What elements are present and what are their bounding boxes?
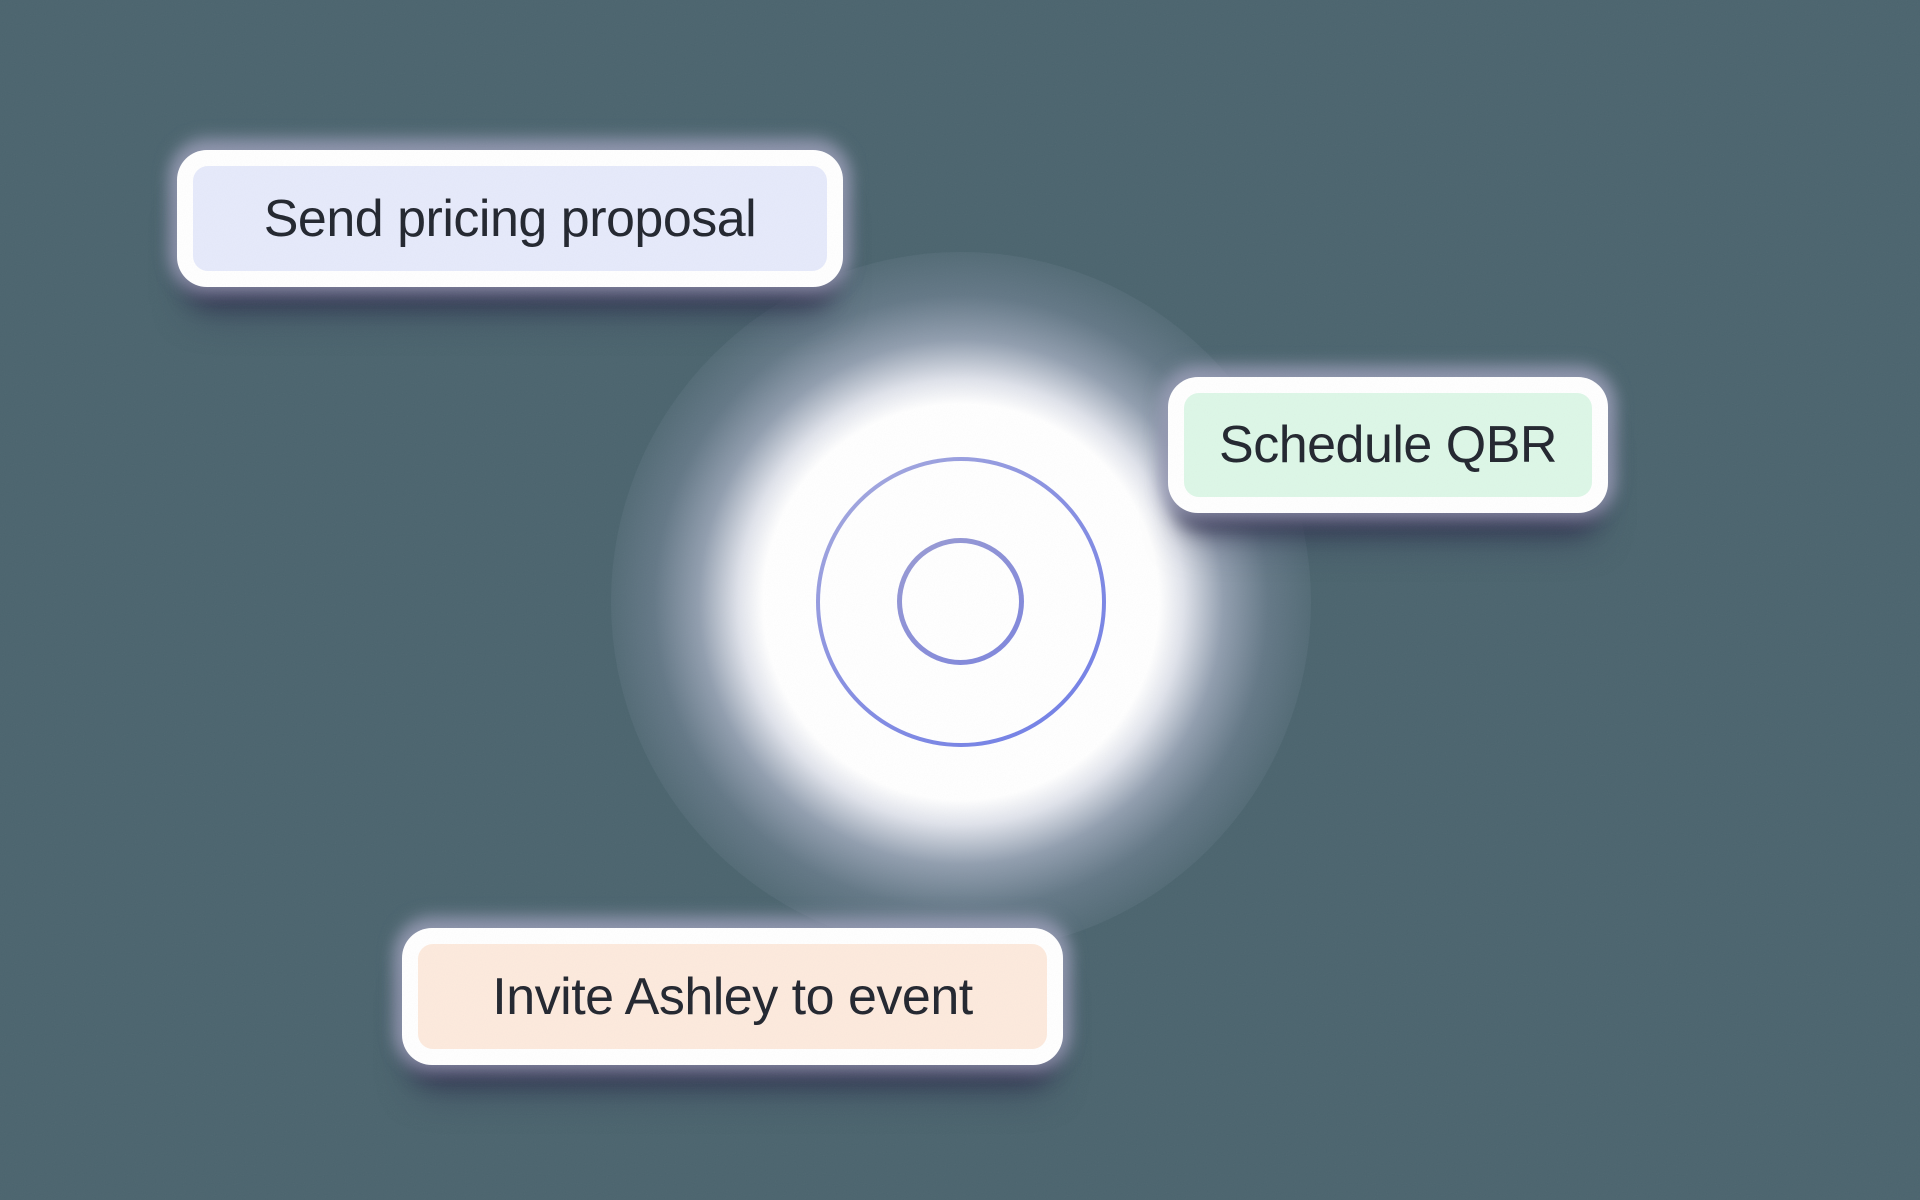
task-chip-invite-ashley-to-event[interactable]: Invite Ashley to event bbox=[402, 928, 1063, 1065]
task-chip-fill: Schedule QBR bbox=[1184, 393, 1592, 497]
radio-button-inner-circle bbox=[897, 538, 1024, 665]
task-chip-fill: Send pricing proposal bbox=[193, 166, 827, 271]
radio-button-inner-fill bbox=[902, 543, 1019, 660]
task-chip-label: Schedule QBR bbox=[1219, 416, 1557, 474]
task-chip-schedule-qbr[interactable]: Schedule QBR bbox=[1168, 377, 1608, 513]
task-chip-fill: Invite Ashley to event bbox=[418, 944, 1047, 1049]
task-chip-label: Invite Ashley to event bbox=[492, 967, 973, 1026]
task-chip-label: Send pricing proposal bbox=[263, 189, 757, 248]
task-chip-send-pricing-proposal[interactable]: Send pricing proposal bbox=[177, 150, 843, 287]
